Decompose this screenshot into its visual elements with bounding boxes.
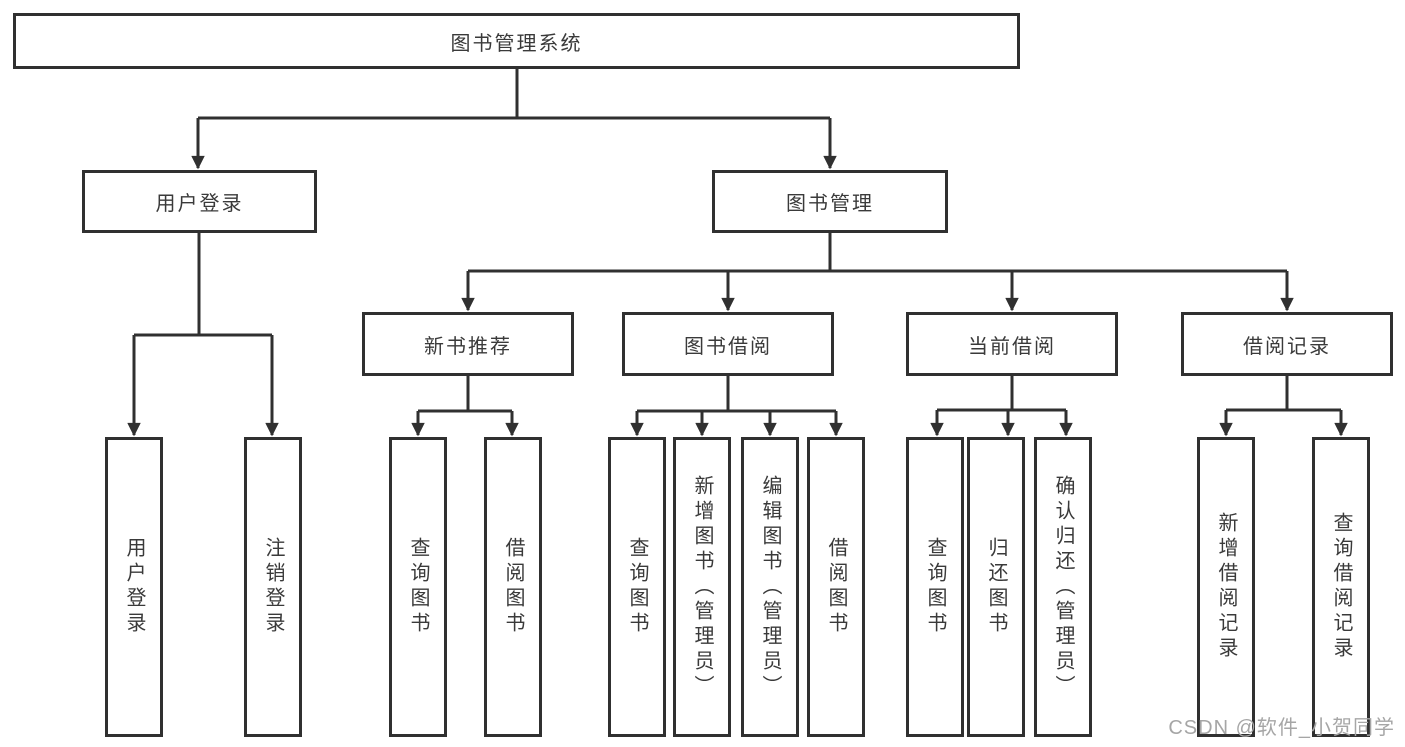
node-borrow-records-label: 借阅记录 xyxy=(1243,335,1331,358)
leaf-add-borrow-record: 新增借阅记录 xyxy=(1197,437,1255,737)
node-borrow-records: 借阅记录 xyxy=(1181,312,1393,376)
leaf-add-book-admin-label: 新增图书（管理员） xyxy=(691,474,713,700)
leaf-query-books-current: 查询图书 xyxy=(906,437,964,737)
node-new-book-recommend-label: 新书推荐 xyxy=(424,335,512,358)
node-current-borrow: 当前借阅 xyxy=(906,312,1118,376)
leaf-query-borrow-record: 查询借阅记录 xyxy=(1312,437,1370,737)
leaf-query-borrow-record-label: 查询借阅记录 xyxy=(1330,512,1352,662)
leaf-logout: 注销登录 xyxy=(244,437,302,737)
node-root-label: 图书管理系统 xyxy=(450,32,583,55)
leaf-query-books-current-label: 查询图书 xyxy=(924,537,946,637)
leaf-user-login-label: 用户登录 xyxy=(123,537,145,637)
leaf-query-books-borrow: 查询图书 xyxy=(608,437,666,737)
node-root: 图书管理系统 xyxy=(13,13,1020,69)
node-book-management: 图书管理 xyxy=(712,170,948,233)
leaf-confirm-return-admin-label: 确认归还（管理员） xyxy=(1052,474,1074,700)
leaf-edit-book-admin: 编辑图书（管理员） xyxy=(741,437,799,737)
leaf-logout-label: 注销登录 xyxy=(262,537,284,637)
leaf-add-borrow-record-label: 新增借阅记录 xyxy=(1215,512,1237,662)
node-book-borrow-label: 图书借阅 xyxy=(684,335,772,358)
node-book-management-label: 图书管理 xyxy=(786,193,874,215)
leaf-query-books-recommend: 查询图书 xyxy=(389,437,447,737)
leaf-borrow-books-recommend: 借阅图书 xyxy=(484,437,542,737)
leaf-confirm-return-admin: 确认归还（管理员） xyxy=(1034,437,1092,737)
leaf-borrow-books-recommend-label: 借阅图书 xyxy=(502,537,524,637)
leaf-edit-book-admin-label: 编辑图书（管理员） xyxy=(759,474,781,700)
node-book-borrow: 图书借阅 xyxy=(622,312,834,376)
node-new-book-recommend: 新书推荐 xyxy=(362,312,574,376)
leaf-return-book-label: 归还图书 xyxy=(985,537,1007,637)
node-user-login: 用户登录 xyxy=(82,170,317,233)
leaf-return-book: 归还图书 xyxy=(967,437,1025,737)
leaf-borrow-books: 借阅图书 xyxy=(807,437,865,737)
node-current-borrow-label: 当前借阅 xyxy=(968,335,1056,358)
watermark: CSDN @软件_小贺同学 xyxy=(1168,717,1395,739)
leaf-user-login: 用户登录 xyxy=(105,437,163,737)
node-user-login-label: 用户登录 xyxy=(155,193,244,215)
leaf-query-books-recommend-label: 查询图书 xyxy=(407,537,429,637)
leaf-borrow-books-label: 借阅图书 xyxy=(825,537,847,637)
leaf-add-book-admin: 新增图书（管理员） xyxy=(673,437,731,737)
leaf-query-books-borrow-label: 查询图书 xyxy=(626,537,648,637)
